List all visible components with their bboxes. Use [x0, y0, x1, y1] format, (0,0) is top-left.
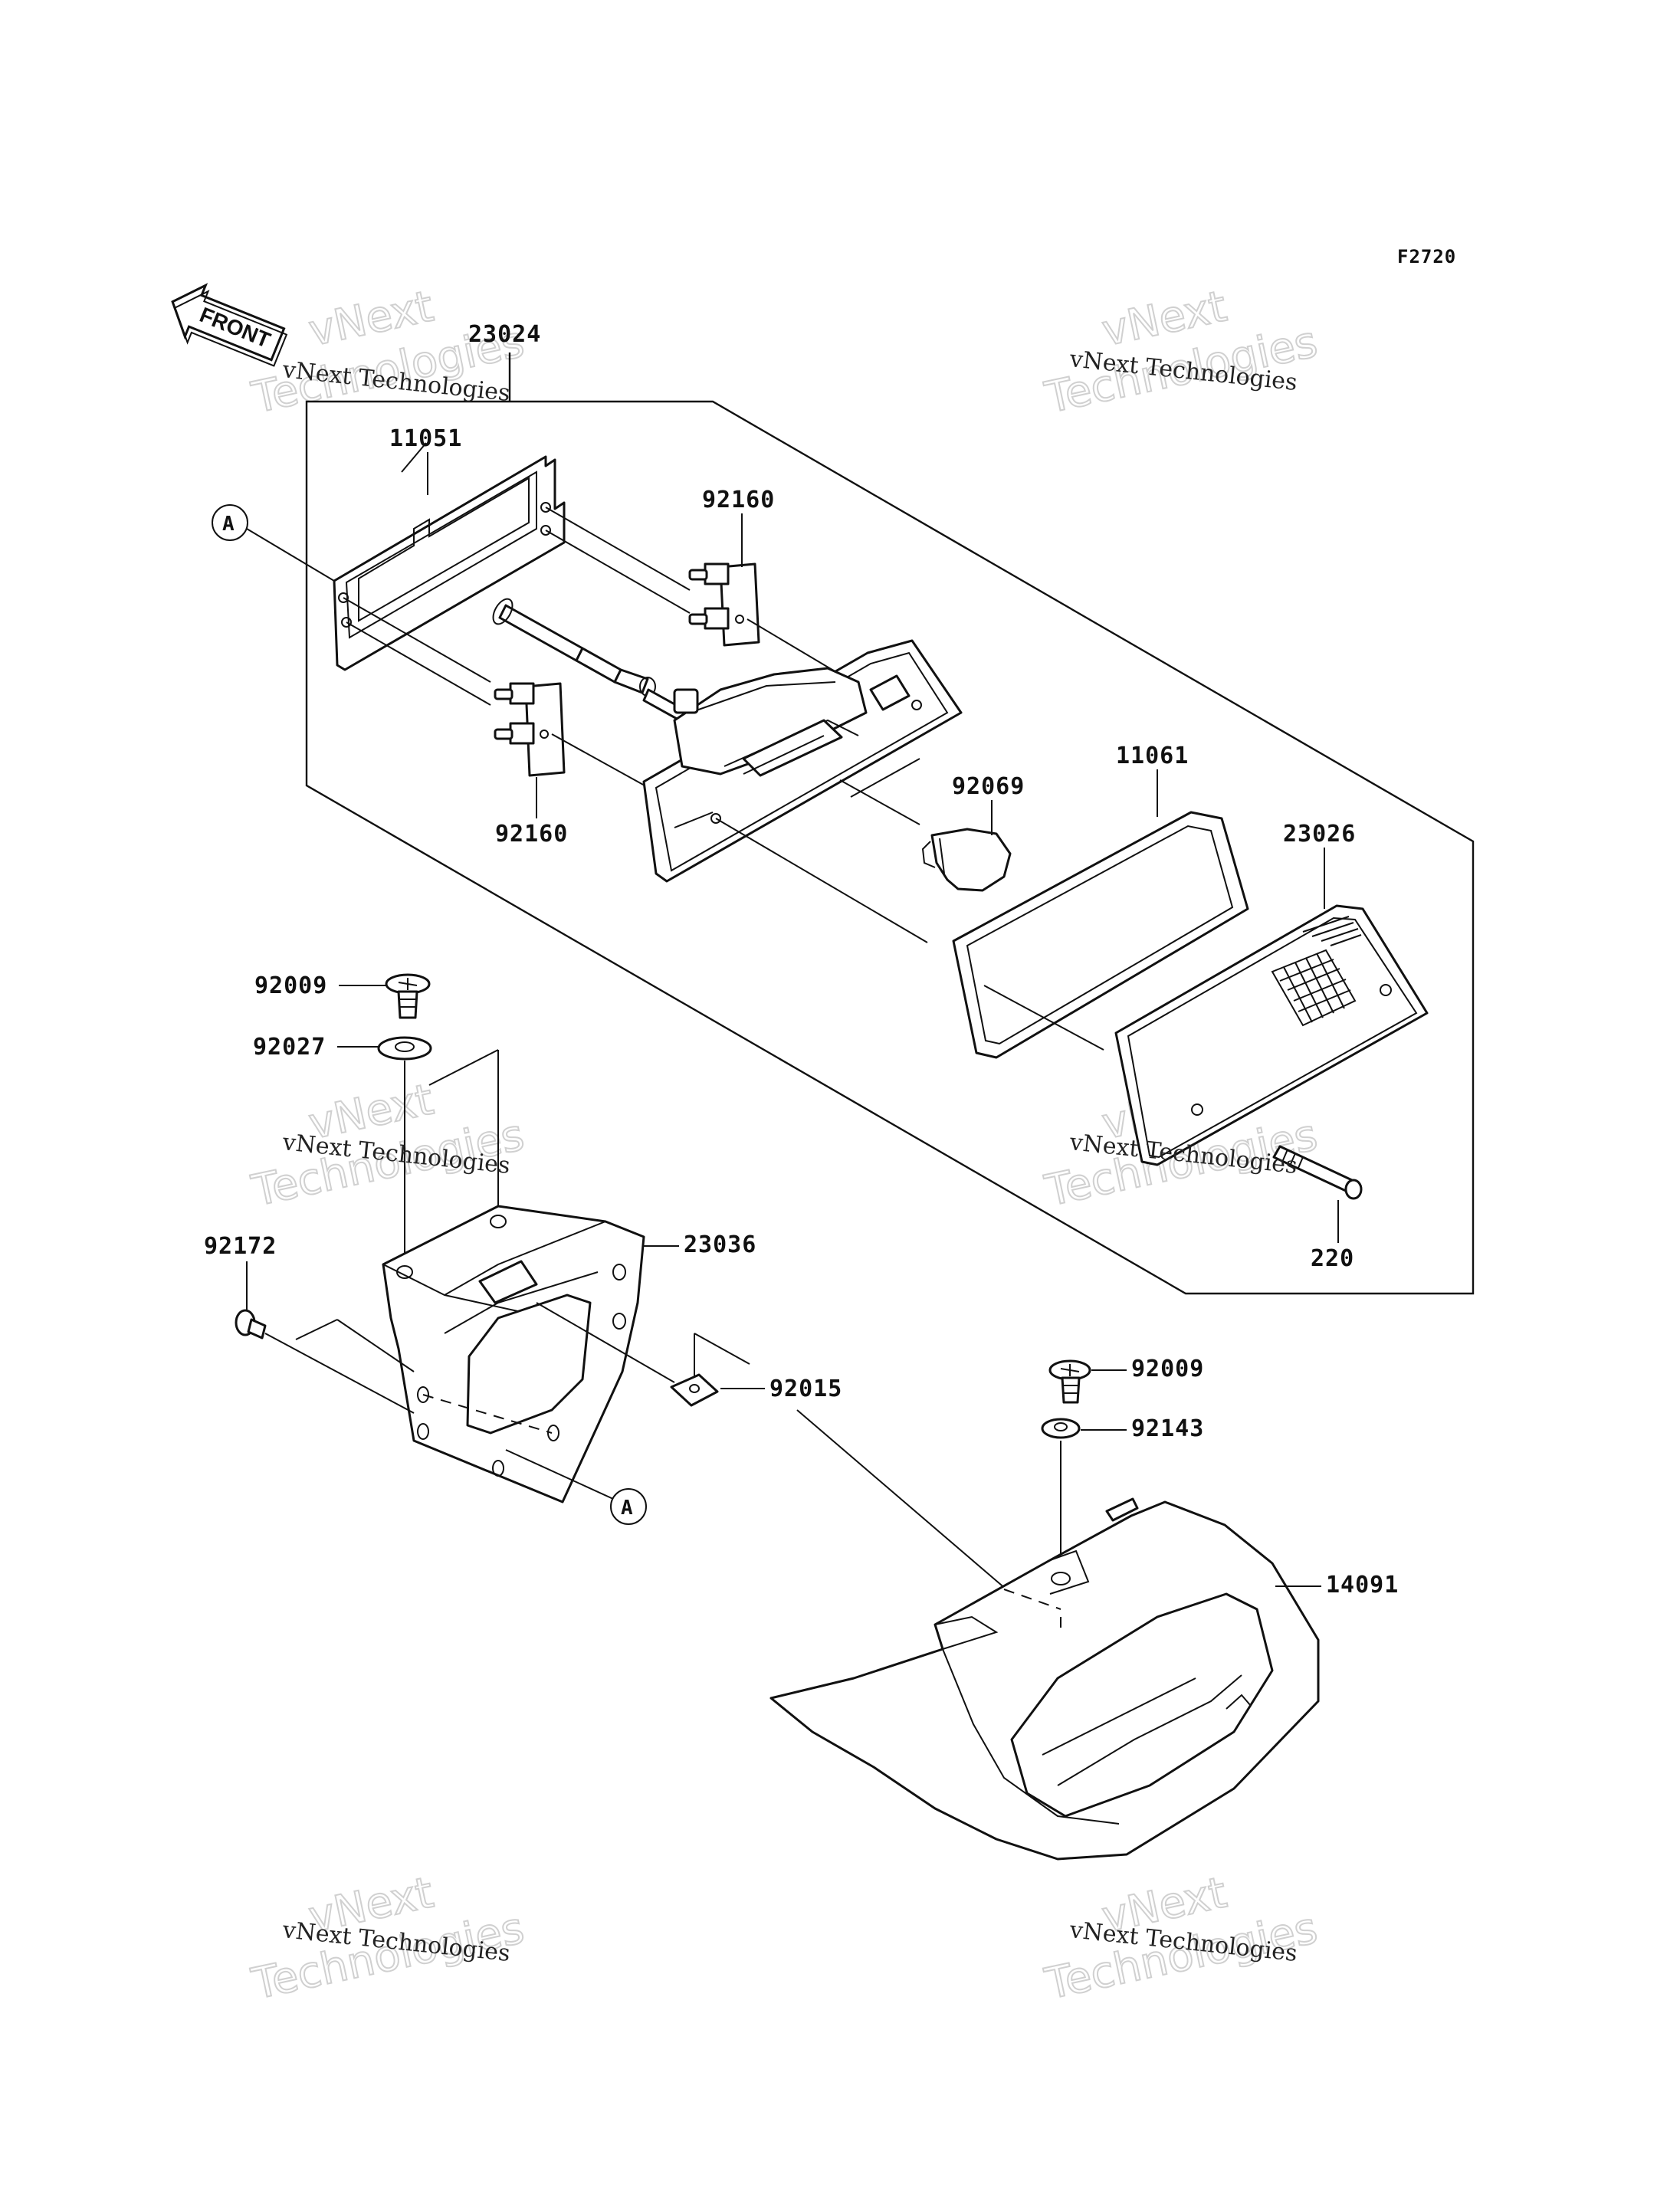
part-92143-washer [1041, 1418, 1081, 1439]
label-23036: 23036 [684, 1231, 756, 1258]
label-92027: 92027 [253, 1034, 326, 1061]
svg-text:A: A [621, 1497, 634, 1520]
label-92160-bottom: 92160 [495, 821, 568, 848]
part-14091-cover [769, 1497, 1320, 1861]
label-92009-right: 92009 [1131, 1356, 1204, 1382]
part-23024-housing [642, 639, 963, 883]
label-92172: 92172 [204, 1233, 277, 1260]
lens-grid-pattern [1271, 949, 1357, 1027]
reference-callout-a-bottom: A [610, 1488, 647, 1525]
assembly-outline-23024 [305, 353, 1475, 1295]
watermark-3: vNext Technologies [247, 1074, 529, 1217]
label-92009-left: 92009 [254, 972, 327, 999]
label-92069: 92069 [952, 773, 1025, 800]
label-11051: 11051 [389, 425, 462, 452]
figure-code: F2720 [1397, 246, 1456, 267]
part-92160-connector-top [688, 562, 905, 713]
part-92172-screw [235, 1309, 267, 1340]
label-220: 220 [1311, 1245, 1354, 1272]
part-11051-plate [333, 442, 566, 671]
label-92160-top: 92160 [702, 487, 775, 513]
reference-callout-a-top: A [212, 504, 248, 541]
label-23024: 23024 [468, 321, 541, 348]
part-11061-gasket [952, 811, 1249, 1059]
part-92069-bulb [921, 828, 1012, 892]
part-92015-clip [670, 1373, 719, 1407]
label-92015: 92015 [769, 1376, 842, 1402]
watermark-2: vNext Technologies [1040, 280, 1322, 424]
svg-text:A: A [222, 513, 235, 536]
label-92143: 92143 [1131, 1415, 1204, 1442]
part-220-screw [1272, 1145, 1363, 1200]
part-23026-lens [1114, 904, 1429, 1166]
part-92009-bolt-left [385, 973, 431, 1019]
label-11061: 11061 [1116, 743, 1189, 769]
front-arrow-icon: FRONT [171, 283, 288, 367]
label-14091: 14091 [1326, 1572, 1399, 1599]
part-92009-bolt-right [1048, 1359, 1091, 1404]
part-23036-bracket [382, 1205, 645, 1503]
part-92160-connector-bottom [494, 682, 652, 790]
part-92027-washer [377, 1036, 432, 1061]
label-23026: 23026 [1283, 821, 1356, 848]
